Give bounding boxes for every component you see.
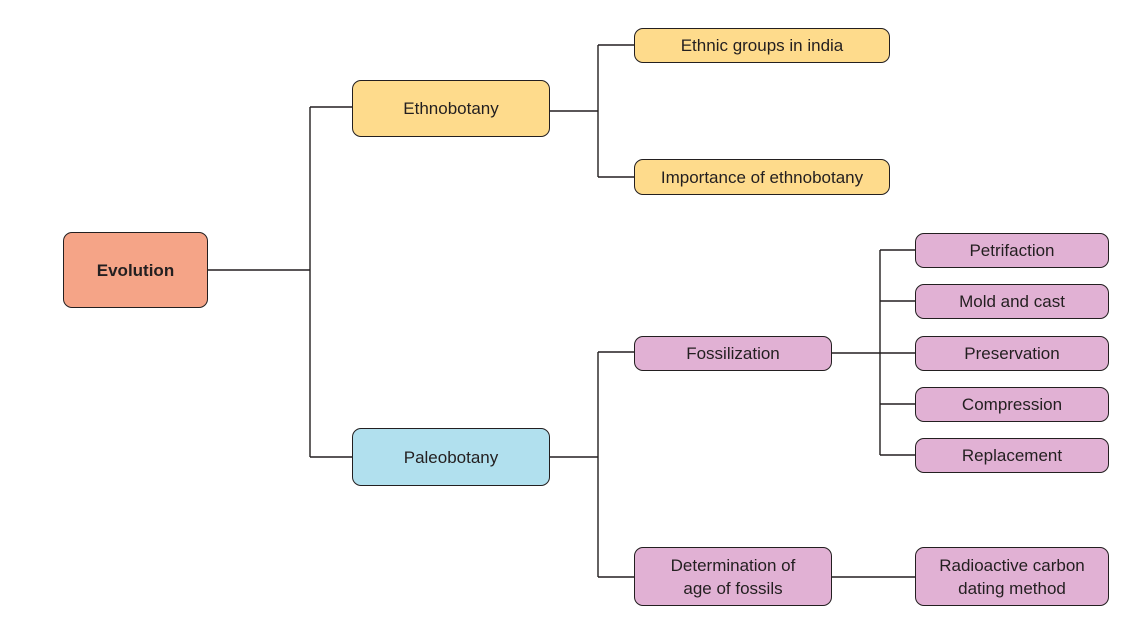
node-fossilization: Fossilization (634, 336, 832, 371)
node-ethnobotany: Ethnobotany (352, 80, 550, 137)
node-compression: Compression (915, 387, 1109, 422)
node-petrifaction: Petrifaction (915, 233, 1109, 268)
node-replacement: Replacement (915, 438, 1109, 473)
node-preservation: Preservation (915, 336, 1109, 371)
connector-paleobotany (550, 351, 634, 578)
node-paleobotany: Paleobotany (352, 428, 550, 486)
node-determination-age: Determination of age of fossils (634, 547, 832, 606)
connector-fossilization (832, 249, 915, 456)
connector-root (208, 106, 352, 458)
node-evolution: Evolution (63, 232, 208, 308)
node-importance-ethnobotany: Importance of ethnobotany (634, 159, 890, 195)
node-radioactive-dating: Radioactive carbon dating method (915, 547, 1109, 606)
node-mold-and-cast: Mold and cast (915, 284, 1109, 319)
connector-ethnobotany (550, 44, 634, 178)
node-ethnic-groups: Ethnic groups in india (634, 28, 890, 63)
